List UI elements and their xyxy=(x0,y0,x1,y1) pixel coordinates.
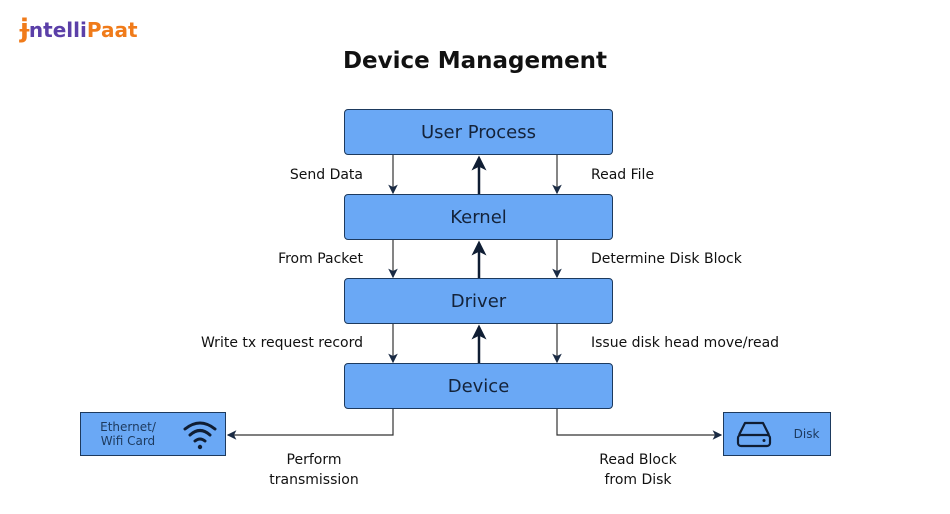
label-perform-transmission: Perform transmission xyxy=(244,450,384,490)
label-read-block: Read Block from Disk xyxy=(568,450,708,490)
label-determine-disk-block: Determine Disk Block xyxy=(591,251,742,267)
diagram-title: Device Management xyxy=(342,48,608,74)
intellipaat-logo: ɉntelliPaat xyxy=(20,14,138,44)
label-write-tx: Write tx request record xyxy=(200,335,363,351)
label-issue-disk-head: Issue disk head move/read xyxy=(591,335,780,351)
device-box: Device xyxy=(344,363,613,409)
ethernet-wifi-card-box: Ethernet/ Wifi Card xyxy=(80,412,226,456)
ethernet-label: Ethernet/ Wifi Card xyxy=(100,420,156,448)
wifi-icon xyxy=(183,421,217,450)
arrow-to-ethernet xyxy=(226,408,394,440)
transmission-line: transmission xyxy=(269,472,359,488)
hard-drive-icon xyxy=(736,421,771,448)
label-send-data: Send Data xyxy=(289,167,363,183)
driver-box: Driver xyxy=(344,278,613,324)
read-block-line: Read Block xyxy=(599,452,677,468)
label-from-packet: From Packet xyxy=(278,251,363,267)
arrow-to-disk xyxy=(556,408,723,440)
disk-box: Disk xyxy=(723,412,831,456)
logo-text-2: Paat xyxy=(86,18,138,42)
logo-text-1: ntelli xyxy=(28,18,87,42)
user-process-box: User Process xyxy=(344,109,613,155)
label-read-file: Read File xyxy=(591,167,655,183)
perform-line: Perform xyxy=(286,452,342,468)
logo-figure-icon: ɉ xyxy=(20,14,29,44)
kernel-box: Kernel xyxy=(344,194,613,240)
from-disk-line: from Disk xyxy=(604,472,672,488)
disk-label: Disk xyxy=(793,427,820,441)
